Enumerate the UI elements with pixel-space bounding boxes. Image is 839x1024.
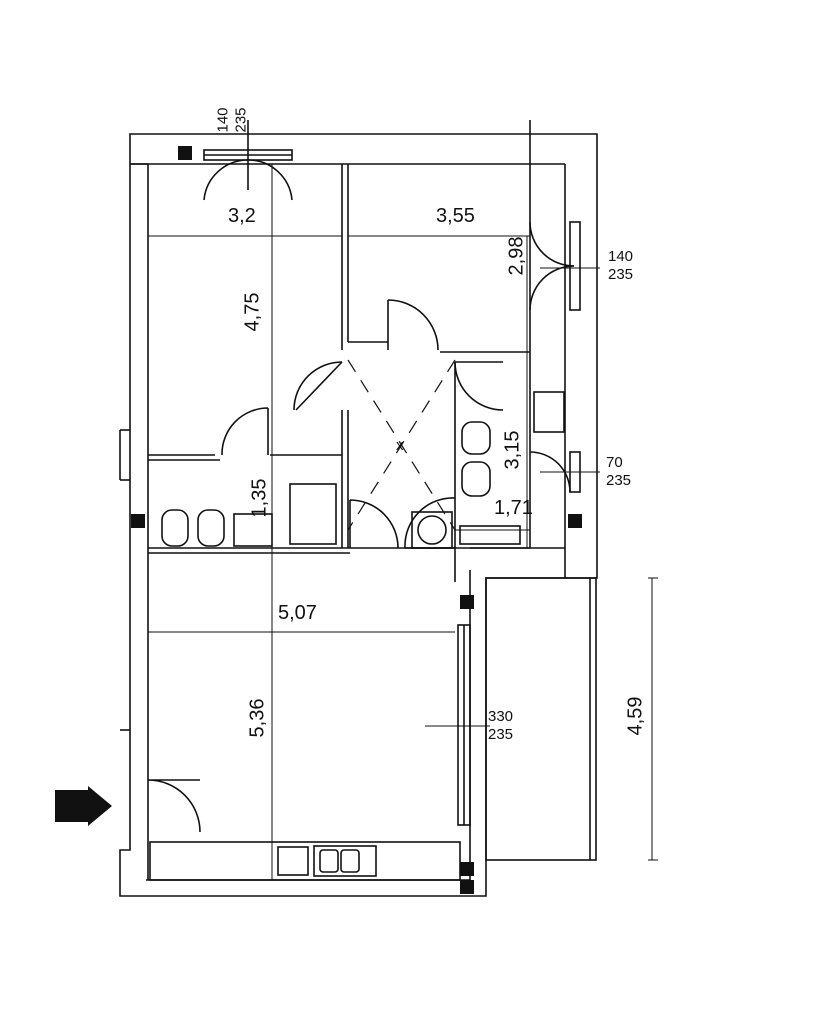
window-bath-width: 70 [606, 454, 623, 471]
hob [277, 846, 309, 876]
socket-icon [460, 595, 474, 609]
dim-bath-right-width: 1,71 [494, 497, 533, 519]
cabinet-left [289, 483, 337, 545]
shower [459, 525, 521, 545]
bidet-right [461, 421, 491, 455]
window-bath-label: 70 235 [606, 454, 631, 490]
window-top-height: 235 [232, 107, 250, 133]
window-right-label: 140 235 [608, 248, 633, 284]
socket-icon [568, 514, 582, 528]
door-bath-right [454, 361, 504, 411]
door-bedroom-left [221, 407, 269, 456]
sink [313, 845, 377, 877]
socket-icon [178, 146, 192, 160]
wc-left [161, 509, 189, 547]
dim-terrace-length: 4,59 [624, 696, 647, 736]
washbasin-right [533, 391, 565, 433]
dim-living-width: 5,07 [278, 602, 317, 624]
window-living-width: 330 [488, 708, 514, 725]
terrace [485, 577, 597, 861]
socket-icon [131, 514, 145, 528]
door-entrance [147, 779, 201, 833]
hall-mark: x [396, 437, 404, 454]
entrance-arrow-icon [55, 786, 112, 826]
window-top-width: 140 [214, 107, 232, 133]
window-living-label: 330 235 [488, 708, 513, 744]
socket-icon [460, 880, 474, 894]
window-right-height: 235 [608, 266, 634, 283]
window-living-height: 235 [488, 726, 514, 743]
dim-living-depth: 5,36 [246, 698, 269, 738]
window-bath-height: 235 [606, 472, 632, 489]
washing-machine [411, 511, 453, 549]
door-bedroom-mid [293, 361, 343, 411]
washbasin-left [233, 513, 273, 547]
window-right-width: 140 [608, 248, 634, 265]
window-top-label: 140 235 [215, 107, 251, 132]
dim-bath-left-depth: 1,35 [248, 478, 271, 518]
door-bath-left-mid [349, 499, 399, 549]
outer-wall [119, 133, 598, 897]
socket-icon [460, 862, 474, 876]
dim-room-top-right-depth: 2,98 [505, 236, 528, 276]
wc-right [461, 461, 491, 497]
dim-room-top-left-width: 3,2 [228, 205, 256, 227]
dim-bath-right-depth: 3,15 [501, 430, 524, 470]
kitchen-counter [149, 841, 461, 881]
bidet-left [197, 509, 225, 547]
door-bedroom-right [387, 299, 439, 351]
dim-room-top-left-depth: 4,75 [241, 292, 264, 332]
dim-room-top-right-width: 3,55 [436, 205, 475, 227]
